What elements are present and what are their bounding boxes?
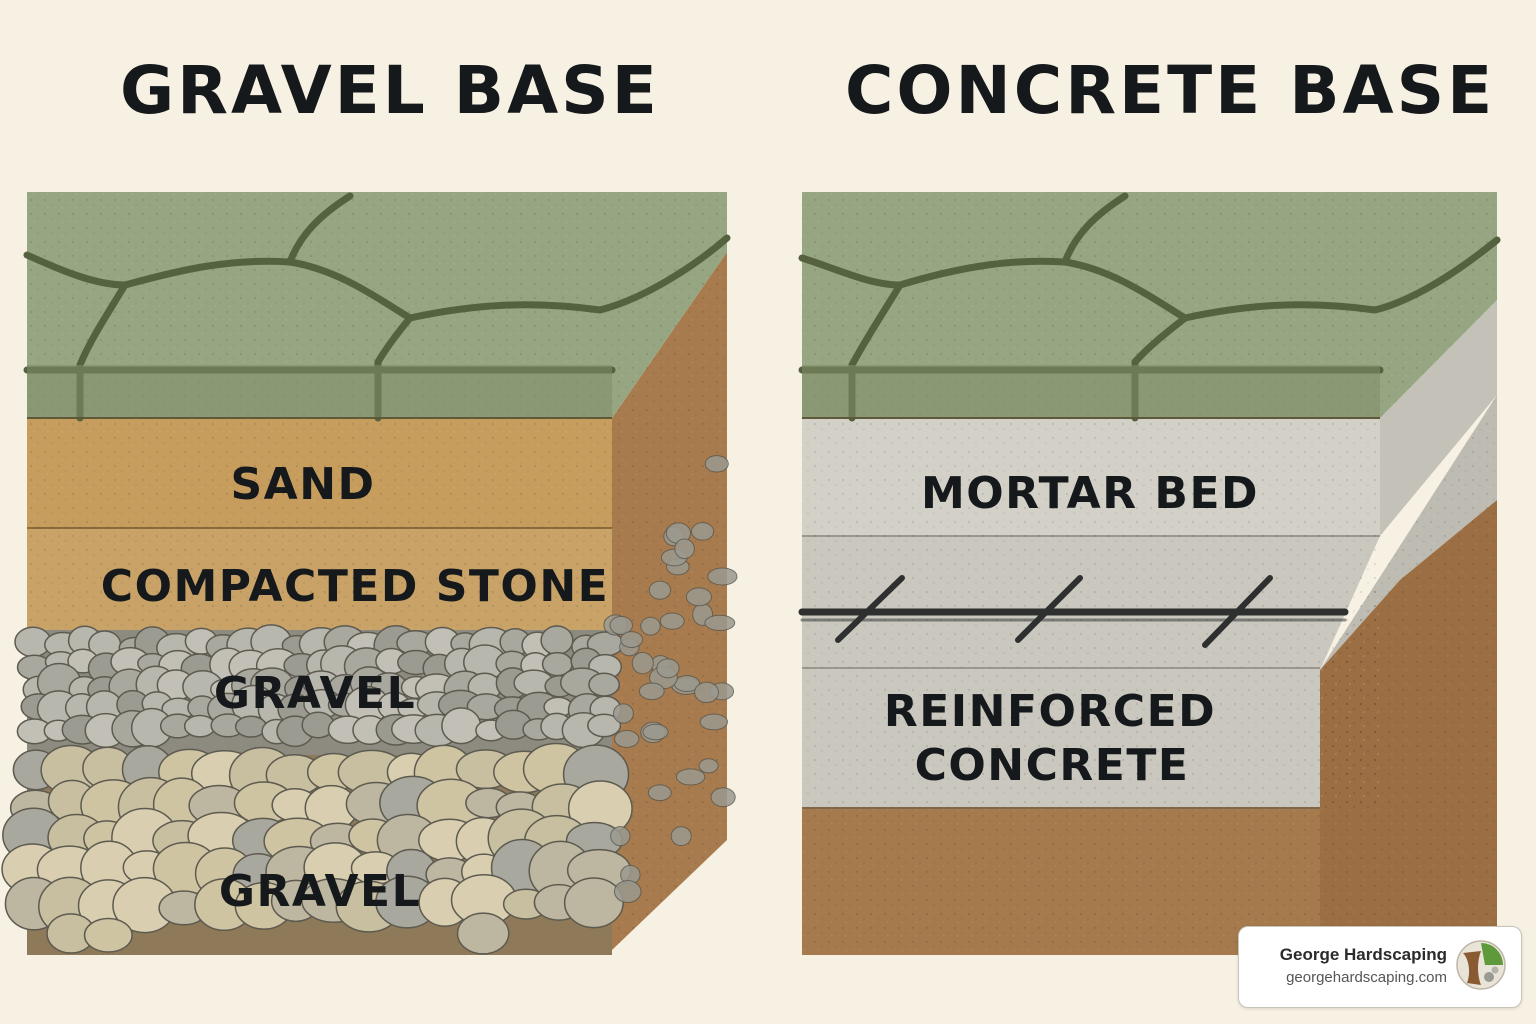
gravel-stone bbox=[540, 625, 574, 656]
gravel-stone bbox=[612, 703, 634, 724]
brand-name: George Hardscaping bbox=[1279, 945, 1447, 964]
concrete-base-block: MORTAR BED REINFORCED CONCRETE bbox=[798, 192, 1501, 955]
gravel-stone bbox=[620, 631, 644, 648]
gravel-stone bbox=[659, 612, 685, 630]
gravel-stone bbox=[685, 587, 712, 607]
mortar-bed-label: MORTAR BED bbox=[921, 468, 1259, 519]
gravel-stone bbox=[707, 567, 738, 586]
stone-pile bbox=[1, 455, 738, 955]
gravel-upper-label: GRAVEL bbox=[214, 668, 416, 719]
gravel-stone bbox=[704, 614, 736, 632]
gravel-stone bbox=[674, 538, 695, 560]
gravel-stone bbox=[613, 880, 642, 904]
gravel-stone bbox=[704, 455, 729, 473]
sand-label: SAND bbox=[230, 459, 375, 510]
rebar bbox=[798, 575, 1349, 648]
gravel-stone bbox=[441, 707, 482, 745]
gravel-stone bbox=[648, 580, 672, 600]
gravel-stone bbox=[563, 877, 624, 929]
gravel-stone bbox=[83, 917, 133, 953]
gravel-stone bbox=[656, 658, 680, 679]
gravel-stone bbox=[698, 758, 719, 774]
gravel-base-title: GRAVEL BASE bbox=[120, 52, 660, 129]
reinforced-concrete-label-line2: CONCRETE bbox=[915, 740, 1190, 791]
gravel-stone bbox=[587, 713, 622, 738]
concrete-base-title: CONCRETE BASE bbox=[845, 52, 1496, 129]
reinforced-concrete-label-line1: REINFORCED bbox=[884, 686, 1216, 737]
compacted-stone-label: COMPACTED STONE bbox=[101, 561, 609, 612]
gravel-stone bbox=[588, 672, 621, 697]
gravel-lower-label: GRAVEL bbox=[219, 866, 421, 917]
gravel-base-block: SAND COMPACTED STONE GRAVEL GRAVEL bbox=[1, 192, 738, 955]
gravel-stone bbox=[631, 652, 654, 675]
gravel-stone bbox=[670, 826, 692, 847]
gravel-stone bbox=[456, 912, 510, 955]
brand-badge[interactable]: George Hardscaping georgehardscaping.com bbox=[1238, 926, 1522, 1008]
gravel-stone bbox=[640, 616, 661, 636]
gravel-stone bbox=[614, 729, 640, 748]
gravel-stone bbox=[609, 615, 634, 635]
gravel-stone bbox=[642, 723, 669, 741]
gravel-stone bbox=[675, 768, 706, 786]
gravel-stone bbox=[699, 713, 728, 731]
gravel-stone bbox=[694, 681, 720, 704]
gravel-stone bbox=[710, 787, 736, 808]
brand-url[interactable]: georgehardscaping.com bbox=[1286, 969, 1447, 986]
gravel-stone bbox=[690, 522, 715, 541]
gravel-stone bbox=[610, 826, 631, 847]
gravel-stone bbox=[647, 784, 672, 802]
gravel-stone bbox=[638, 682, 665, 701]
stone-leaf-logo-icon bbox=[1456, 940, 1506, 990]
